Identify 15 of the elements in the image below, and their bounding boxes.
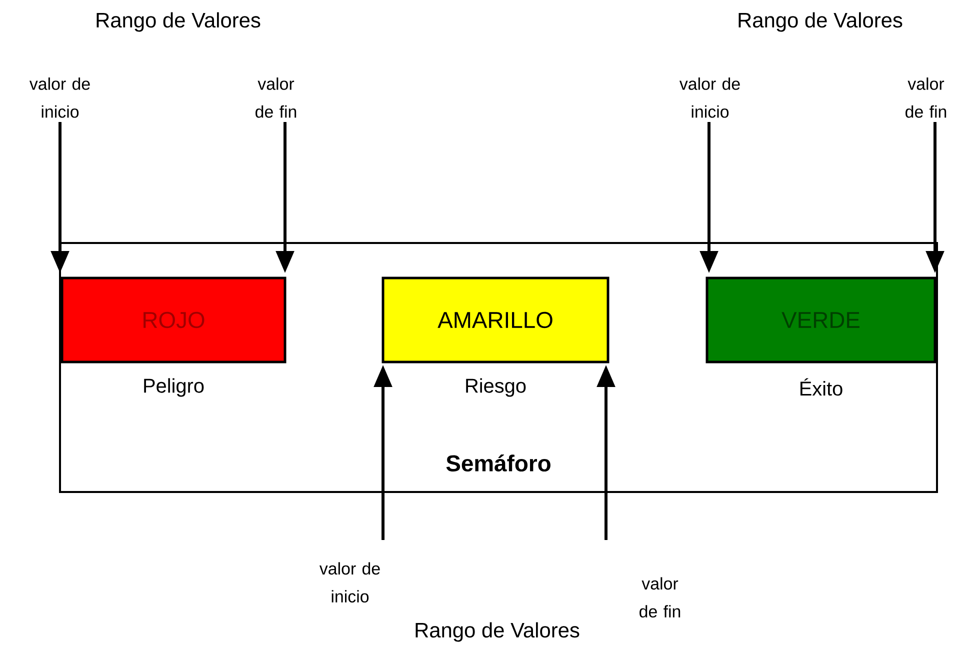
value-label: valor de inicio	[319, 562, 380, 603]
value-label: valor de inicio	[29, 77, 90, 118]
status-box: AMARILLO	[382, 276, 610, 364]
value-label: valor de fin	[640, 577, 680, 618]
value-label: valor de fin	[256, 77, 296, 118]
range-label: Rango de Valores	[96, 12, 260, 32]
box-caption: Éxito	[800, 378, 842, 396]
box-caption: Peligro	[144, 378, 204, 397]
status-box: ROJO	[60, 276, 286, 364]
value-label: valor de fin	[906, 77, 946, 118]
value-label: valor de inicio	[679, 77, 740, 118]
range-label: Rango de Valores	[738, 12, 902, 32]
status-box: VERDE	[706, 276, 936, 364]
range-label: Rango de Valores	[416, 622, 580, 642]
box-caption: Riesgo	[466, 378, 526, 397]
